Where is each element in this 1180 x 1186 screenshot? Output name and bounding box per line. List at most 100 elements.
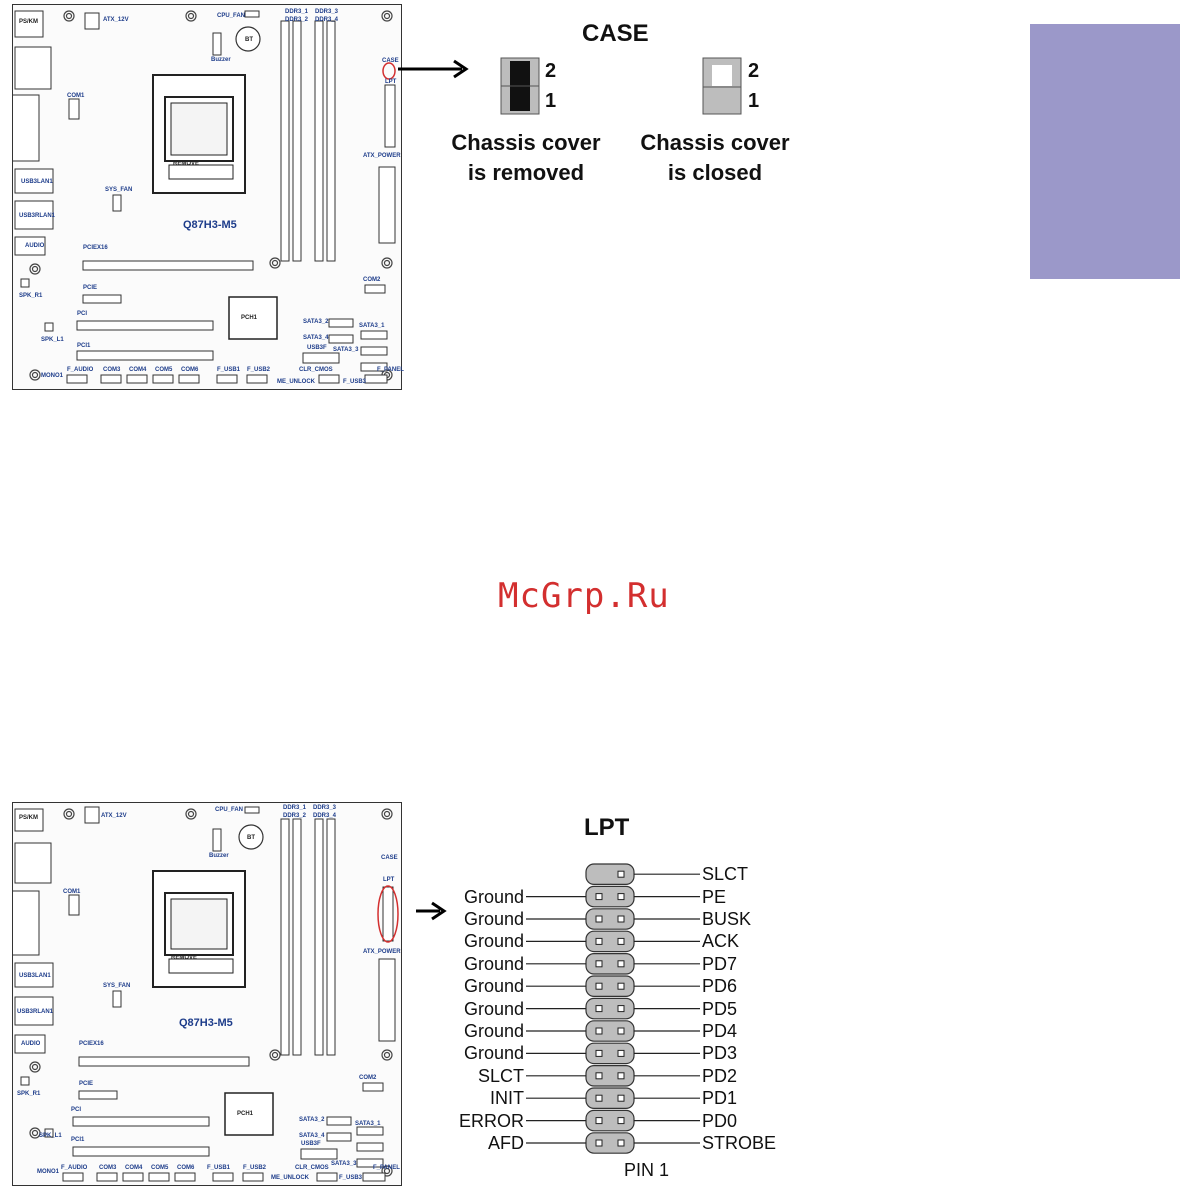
label-sata3-1: SATA3_1	[355, 1121, 381, 1127]
lpt-pin	[617, 1117, 625, 1125]
lpt-pin	[595, 893, 603, 901]
label-ddr3-1: DDR3_1	[285, 9, 309, 15]
label-mono1: MONO1	[41, 373, 64, 379]
label-audio: AUDIO	[25, 243, 45, 249]
label-me-unlock: ME_UNLOCK	[271, 1175, 310, 1181]
label-ddr3-4: DDR3_4	[315, 17, 339, 23]
label-pci: PCI	[77, 311, 88, 317]
lpt-right-label: SLCT	[702, 864, 749, 885]
lpt-header-row	[585, 1065, 635, 1087]
lpt-left-label: Ground	[463, 886, 524, 907]
lpt-pin	[595, 1072, 603, 1080]
label-case: CASE	[382, 58, 399, 64]
lpt-pin	[595, 937, 603, 945]
label-ddr3-2: DDR3_2	[283, 813, 307, 819]
lpt-left-label: AFD	[488, 1133, 524, 1153]
label-atx12v: ATX_12V	[101, 813, 127, 819]
label-sata3-2: SATA3_2	[299, 1117, 325, 1123]
label-bt: BT	[247, 835, 255, 841]
lpt-highlight-ellipse	[377, 885, 399, 943]
label-sys-fan: SYS_FAN	[105, 187, 133, 193]
label-buzzer: Buzzer	[209, 853, 229, 859]
label-spk-l1: SPK_L1	[41, 337, 64, 343]
motherboard-diagram-top: PS/KM ATX_12V CPU_FAN DDR3_1 DDR3_2 DDR3…	[12, 4, 404, 390]
label-f-usb3: F_USB3	[343, 379, 367, 385]
label-buzzer: Buzzer	[211, 57, 231, 63]
lpt-header-row	[585, 952, 635, 975]
label-usb3rlan1: USB3RLAN1	[19, 213, 56, 219]
case-removed-pin-1: 1	[545, 90, 557, 112]
label-com4: COM4	[129, 367, 147, 373]
label-f-audio: F_AUDIO	[61, 1165, 88, 1171]
lpt-header-diagram	[526, 863, 700, 1154]
caption-cover-closed: Chassis cover is closed	[628, 128, 802, 188]
label-sata3-2: SATA3_2	[303, 319, 329, 325]
lpt-header-row	[585, 885, 635, 908]
lpt-pin	[617, 893, 625, 901]
lpt-header-row	[585, 1109, 635, 1132]
label-spk-l1: SPK_L1	[39, 1133, 62, 1139]
lpt-pin	[617, 960, 625, 968]
lpt-pin	[595, 1049, 603, 1057]
board-model-name: Q87H3-M5	[179, 1017, 233, 1029]
label-pci1: PCI1	[71, 1137, 85, 1143]
label-bt: BT	[245, 37, 253, 43]
label-lpt: LPT	[383, 877, 395, 883]
label-f-usb3: F_USB3	[339, 1175, 363, 1181]
label-sata3-4: SATA3_4	[299, 1133, 325, 1139]
lpt-right-label: PD0	[702, 1110, 738, 1131]
label-audio: AUDIO	[21, 1041, 41, 1047]
case-removed-pin-2: 2	[545, 60, 557, 82]
lpt-header-row	[585, 1020, 635, 1042]
label-sata3-3: SATA3_3	[331, 1161, 357, 1167]
arrow-to-case	[398, 59, 469, 79]
label-com1: COM1	[63, 889, 81, 895]
lpt-left-label: ERROR	[458, 1110, 524, 1131]
lpt-left-label: Ground	[463, 953, 524, 974]
label-com3: COM3	[99, 1165, 117, 1171]
label-com5: COM5	[151, 1165, 169, 1171]
lpt-right-label: PD4	[702, 1021, 738, 1041]
label-clr-cmos: CLR_CMOS	[299, 367, 333, 373]
label-com3: COM3	[103, 367, 121, 373]
board-model-name: Q87H3-M5	[183, 219, 237, 231]
label-atx-power: ATX_POWER	[363, 949, 401, 955]
label-cpu-fan: CPU_FAN	[217, 13, 246, 19]
lpt-right-label: PD7	[702, 953, 738, 974]
lpt-pin	[595, 1027, 603, 1035]
lpt-left-label: SLCT	[477, 1065, 524, 1086]
lpt-right-label: STROBE	[702, 1133, 777, 1153]
lpt-right-label: BUSK	[702, 909, 752, 929]
label-ps2km: PS/KM	[19, 815, 39, 821]
label-ddr3-4: DDR3_4	[313, 813, 337, 819]
lpt-title: LPT	[584, 814, 630, 841]
lpt-right-label: PD3	[702, 1043, 738, 1064]
lpt-right-label: PE	[702, 886, 727, 907]
lpt-pin	[617, 915, 625, 923]
label-atx-power: ATX_POWER	[363, 153, 401, 159]
lpt-header-row	[585, 997, 635, 1020]
caption-cover-closed-line1: Chassis cover	[640, 130, 790, 155]
lpt-pin	[595, 1094, 603, 1102]
lpt-pin	[595, 1139, 603, 1147]
lpt-pin	[595, 960, 603, 968]
lpt-header-row	[585, 930, 635, 953]
lpt-pin	[617, 1027, 625, 1035]
label-f-panel: F_PANEL	[377, 367, 404, 373]
label-spk-r1: SPK_R1	[19, 293, 43, 299]
lpt-header-row	[585, 1087, 635, 1109]
caption-cover-removed-line2: is removed	[467, 160, 585, 185]
caption-cover-removed: Chassis cover is removed	[438, 128, 614, 188]
label-lpt: LPT	[385, 79, 397, 85]
label-sata3-3: SATA3_3	[333, 347, 359, 353]
lpt-header-row	[585, 863, 635, 885]
label-ddr3-1: DDR3_1	[283, 805, 307, 811]
label-ddr3-3: DDR3_3	[313, 805, 337, 811]
label-usb3lan1: USB3LAN1	[19, 973, 51, 979]
lpt-right-label: PD6	[702, 976, 738, 997]
case-closed-pin-1: 1	[748, 90, 760, 112]
lpt-left-label: INIT	[490, 1088, 524, 1109]
label-f-panel: F_PANEL	[373, 1165, 400, 1171]
label-com6: COM6	[181, 367, 199, 373]
case-jumper-removed	[500, 57, 540, 115]
